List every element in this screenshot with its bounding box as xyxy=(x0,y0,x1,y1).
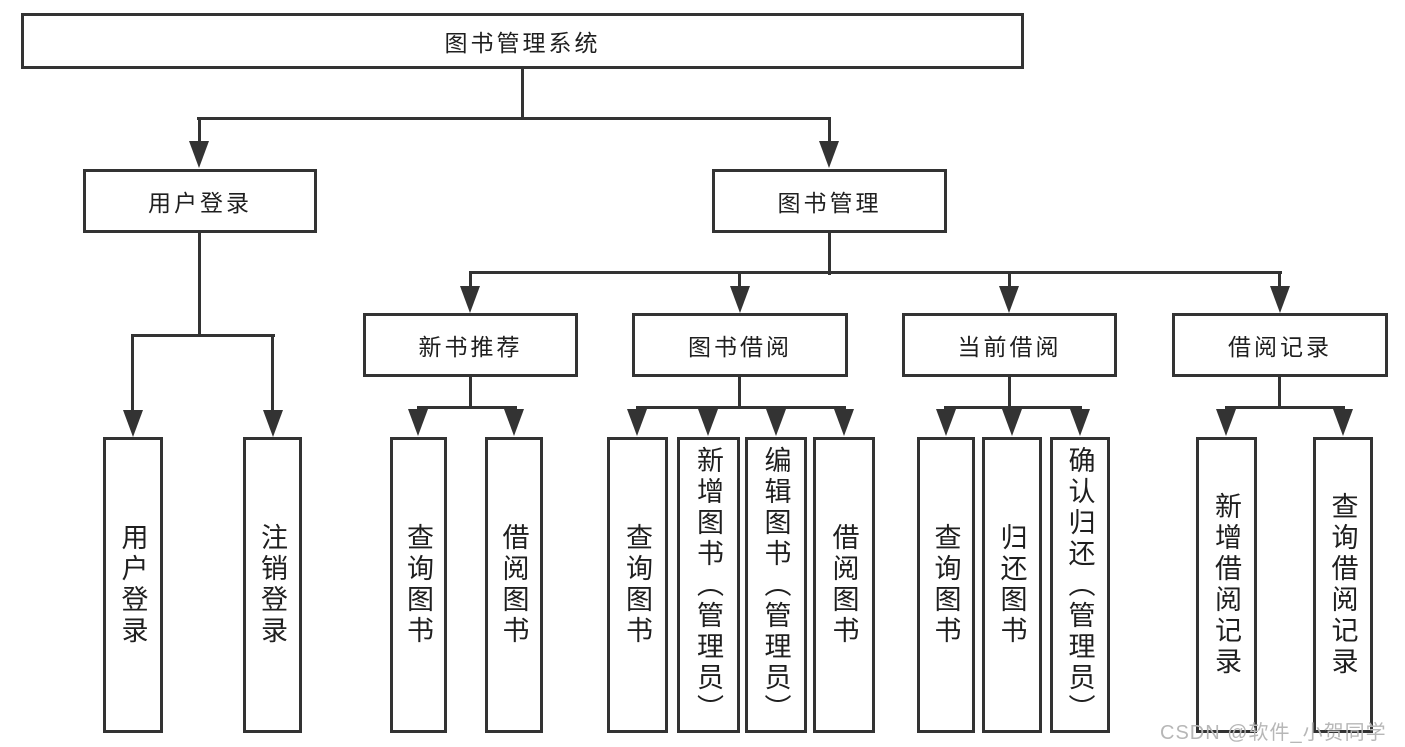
leaf-borrow-books-recommend-label: 借阅图书 xyxy=(498,523,529,647)
leaf-query-borrow-record-label: 查询借阅记录 xyxy=(1327,492,1358,678)
leaf-add-borrow-record: 新增借阅记录 xyxy=(1196,437,1257,733)
node-borrow-records: 借阅记录 xyxy=(1172,313,1388,377)
leaf-borrow-books-label: 借阅图书 xyxy=(828,523,859,647)
connector-line xyxy=(417,406,517,409)
node-root: 图书管理系统 xyxy=(21,13,1024,69)
leaf-edit-books-admin-label: 编辑图书（管理员） xyxy=(760,445,791,725)
connector-line xyxy=(131,334,134,412)
arrow-down-icon xyxy=(123,410,143,437)
connector-line xyxy=(521,68,524,120)
connector-line xyxy=(1278,377,1281,409)
node-user-login: 用户登录 xyxy=(83,169,317,233)
arrow-down-icon xyxy=(504,409,524,436)
connector-line xyxy=(271,334,274,412)
leaf-query-books-borrow-label: 查询图书 xyxy=(622,523,652,647)
leaf-edit-books-admin: 编辑图书（管理员） xyxy=(745,437,807,733)
node-user-login-label: 用户登录 xyxy=(148,190,252,216)
leaf-add-books-admin-label: 新增图书（管理员） xyxy=(693,445,723,725)
connector-line xyxy=(1278,271,1281,291)
node-book-management: 图书管理 xyxy=(712,169,947,233)
leaf-borrow-books: 借阅图书 xyxy=(813,437,875,733)
leaf-add-books-admin: 新增图书（管理员） xyxy=(677,437,740,733)
connector-line xyxy=(469,271,1282,274)
arrow-down-icon xyxy=(698,409,718,436)
leaf-query-borrow-record: 查询借阅记录 xyxy=(1313,437,1373,733)
arrow-down-icon xyxy=(730,286,750,313)
node-borrow-records-label: 借阅记录 xyxy=(1228,334,1332,360)
node-new-book-recommend: 新书推荐 xyxy=(363,313,578,377)
leaf-logout: 注销登录 xyxy=(243,437,302,733)
connector-line xyxy=(469,271,472,291)
connector-line xyxy=(198,233,201,337)
leaf-return-books-label: 归还图书 xyxy=(996,523,1027,647)
node-book-borrow-label: 图书借阅 xyxy=(688,334,792,360)
arrow-down-icon xyxy=(263,410,283,437)
leaf-logout-label: 注销登录 xyxy=(257,523,287,647)
connector-line xyxy=(636,406,846,409)
connector-line xyxy=(1008,271,1011,291)
arrow-down-icon xyxy=(1333,409,1353,436)
connector-line xyxy=(828,117,831,145)
arrow-down-icon xyxy=(766,409,786,436)
arrow-down-icon xyxy=(1270,286,1290,313)
connector-line xyxy=(1225,406,1345,409)
leaf-user-login: 用户登录 xyxy=(103,437,163,733)
leaf-confirm-return-admin: 确认归还（管理员） xyxy=(1050,437,1110,733)
arrow-down-icon xyxy=(936,409,956,436)
connector-line xyxy=(197,117,831,120)
arrow-down-icon xyxy=(189,141,209,168)
watermark-text: CSDN @软件_小贺同学 xyxy=(1160,722,1387,744)
node-root-label: 图书管理系统 xyxy=(444,30,601,56)
connector-line xyxy=(469,377,472,409)
node-current-borrow: 当前借阅 xyxy=(902,313,1117,377)
arrow-down-icon xyxy=(819,141,839,168)
arrow-down-icon xyxy=(1216,409,1236,436)
leaf-query-books-borrow: 查询图书 xyxy=(607,437,668,733)
node-current-borrow-label: 当前借阅 xyxy=(957,334,1062,360)
leaf-user-login-label: 用户登录 xyxy=(117,523,148,647)
leaf-query-books-recommend-label: 查询图书 xyxy=(403,523,433,647)
node-book-management-label: 图书管理 xyxy=(777,190,882,216)
leaf-add-borrow-record-label: 新增借阅记录 xyxy=(1211,492,1241,678)
connector-line xyxy=(944,406,1082,409)
leaf-query-books-current: 查询图书 xyxy=(917,437,975,733)
arrow-down-icon xyxy=(627,409,647,436)
node-new-book-recommend-label: 新书推荐 xyxy=(418,334,523,360)
connector-line xyxy=(1008,377,1011,409)
leaf-query-books-recommend: 查询图书 xyxy=(390,437,447,733)
arrow-down-icon xyxy=(999,286,1019,313)
arrow-down-icon xyxy=(408,409,428,436)
connector-line xyxy=(198,117,201,145)
connector-line xyxy=(738,271,741,291)
arrow-down-icon xyxy=(1070,409,1090,436)
leaf-return-books: 归还图书 xyxy=(982,437,1042,733)
leaf-query-books-current-label: 查询图书 xyxy=(930,523,961,647)
node-book-borrow: 图书借阅 xyxy=(632,313,848,377)
arrow-down-icon xyxy=(1002,409,1022,436)
connector-line xyxy=(131,334,275,337)
leaf-confirm-return-admin-label: 确认归还（管理员） xyxy=(1064,445,1095,725)
connector-line xyxy=(738,377,741,409)
arrow-down-icon xyxy=(460,286,480,313)
connector-line xyxy=(828,233,831,275)
arrow-down-icon xyxy=(834,409,854,436)
leaf-borrow-books-recommend: 借阅图书 xyxy=(485,437,543,733)
